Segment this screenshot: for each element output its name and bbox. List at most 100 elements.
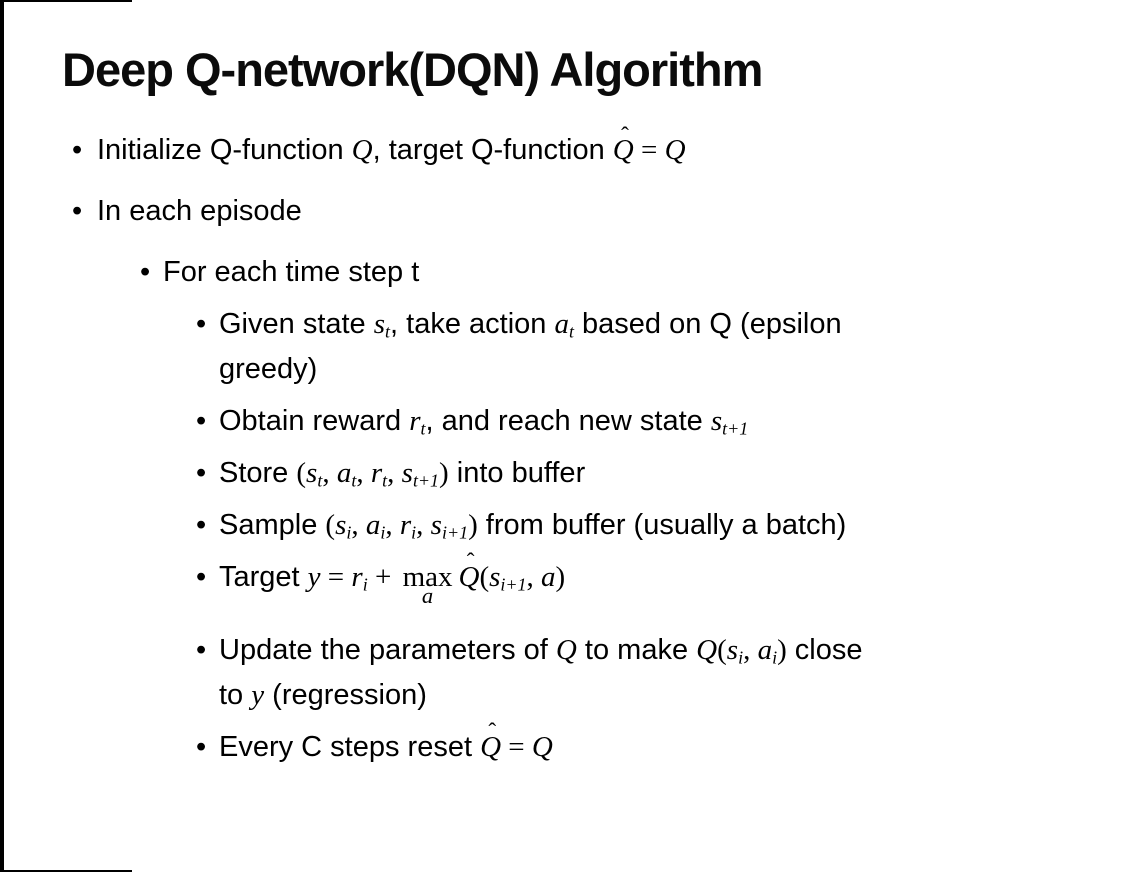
- math-segment: (: [717, 634, 727, 666]
- text-segment: into buffer: [448, 457, 586, 490]
- math-segment: si: [726, 633, 744, 668]
- math-symbol: a: [541, 560, 556, 593]
- text-segment: Obtain reward: [219, 405, 410, 438]
- math-symbol: s: [710, 405, 723, 438]
- math-segment: y: [251, 679, 264, 711]
- math-symbol: r: [409, 405, 421, 438]
- bullet-icon: •: [196, 308, 207, 341]
- bullet-icon: •: [196, 405, 207, 438]
- math-symbol: =: [501, 730, 532, 763]
- text-segment: Initialize Q-function: [97, 134, 352, 167]
- math-symbol: ,: [356, 457, 371, 490]
- math-symbol: a: [336, 457, 352, 490]
- math-segment: st+1: [401, 457, 439, 490]
- text-segment: (regression): [264, 678, 427, 711]
- math-symbol: (: [479, 560, 490, 593]
- bullet-item: •Store (st, at, rt, st+1) into buffer: [196, 451, 1094, 496]
- math-subscript: i: [380, 522, 386, 543]
- math-subscript: i: [362, 574, 368, 595]
- math-segment: ai: [758, 634, 778, 667]
- text-segment: Update the parameters of: [219, 633, 556, 666]
- math-symbol: y: [251, 678, 265, 711]
- bullet-item: •Sample (si, ai, ri, si+1) from buffer (…: [196, 503, 1094, 548]
- text-segment: For each time step t: [163, 256, 420, 289]
- math-symbol: s: [430, 508, 442, 541]
- bullet-icon: •: [196, 560, 207, 593]
- math-symbol: s: [726, 633, 739, 666]
- math-segment: (: [479, 561, 489, 593]
- math-segment: =: [501, 731, 532, 763]
- bullet-text: Given state st, take action at based on …: [219, 308, 842, 385]
- slide-edge-top: [0, 0, 132, 2]
- math-segment: Q: [556, 634, 577, 666]
- math-symbol: ): [777, 633, 787, 666]
- math-segment: at: [554, 308, 574, 342]
- math-segment: =: [321, 561, 352, 593]
- math-segment: y: [308, 561, 321, 593]
- bullet-item: • Obtain reward rt, and reach new state s…: [196, 399, 1094, 444]
- math-symbol: ,: [526, 560, 542, 593]
- text-segment: to: [219, 678, 252, 711]
- math-segment: ): [556, 561, 566, 593]
- math-segment: Q: [352, 134, 373, 166]
- math-symbol: =: [633, 134, 665, 167]
- math-symbol: Q: [458, 560, 480, 593]
- text-segment: based on Q (epsilon: [573, 308, 842, 341]
- math-segment: ,: [351, 509, 366, 541]
- math-symbol: a: [554, 308, 569, 341]
- math-subscript: t: [317, 470, 323, 491]
- text-segment: greedy): [219, 353, 318, 386]
- math-symbol: ,: [322, 457, 337, 490]
- math-segment: si+1: [430, 508, 468, 542]
- bullet-item: •Update the parameters of Q to make Q(si…: [196, 628, 1094, 718]
- math-segment: ai: [366, 509, 386, 543]
- math-subscript: i: [411, 522, 417, 543]
- hat-accent-icon: ˆ: [621, 122, 629, 149]
- bullet-icon: •: [196, 633, 207, 666]
- max-under-arg: a: [421, 582, 434, 608]
- math-symbol: ,: [385, 508, 400, 541]
- math-symbol: s: [335, 508, 347, 541]
- text-segment: , and reach new state: [425, 405, 711, 438]
- math-segment: ,: [322, 457, 337, 489]
- math-segment: ): [439, 457, 449, 489]
- math-segment: rt: [409, 405, 425, 438]
- math-symbol: Q: [480, 730, 502, 763]
- bullet-text: Store (st, at, rt, st+1) into buffer: [219, 457, 586, 491]
- math-segment: at: [336, 457, 357, 490]
- math-segment: rt: [371, 457, 388, 491]
- bullet-list: •Initialize Q-function Q, target Q-funct…: [62, 123, 1094, 770]
- bullet-text: In each episode: [97, 195, 302, 227]
- bullet-text: For each time step t: [163, 256, 419, 288]
- text-segment: , take action: [390, 308, 555, 341]
- math-symbol: r: [351, 560, 363, 593]
- math-symbol: s: [373, 308, 386, 341]
- bullet-item: • Initialize Q-function Q, target Q-funct…: [72, 123, 1094, 173]
- math-segment: ,: [356, 457, 371, 489]
- math-symbol: Q: [555, 633, 577, 666]
- text-segment: , target Q-function: [372, 134, 613, 167]
- math-symbol: s: [401, 457, 413, 490]
- math-segment: ): [468, 509, 478, 541]
- bullet-icon: •: [72, 134, 83, 167]
- text-segment: Every C steps reset: [219, 730, 481, 763]
- bullet-icon: •: [196, 508, 207, 541]
- math-symbol: =: [320, 560, 352, 593]
- slide-edge-left: [0, 0, 4, 872]
- math-subscript: i: [738, 647, 744, 668]
- text-segment: Sample: [219, 508, 326, 541]
- math-symbol: (: [296, 457, 307, 490]
- math-segment: st: [306, 457, 323, 491]
- math-symbol: s: [489, 560, 501, 593]
- math-subscript: t: [382, 470, 388, 491]
- math-segment: si+1: [489, 560, 526, 594]
- math-subscript: t: [568, 321, 574, 342]
- bullet-text: Initialize Q-function Q, target Q-functi…: [97, 123, 686, 167]
- math-segment: ,: [527, 561, 542, 593]
- max-word: max: [402, 560, 453, 593]
